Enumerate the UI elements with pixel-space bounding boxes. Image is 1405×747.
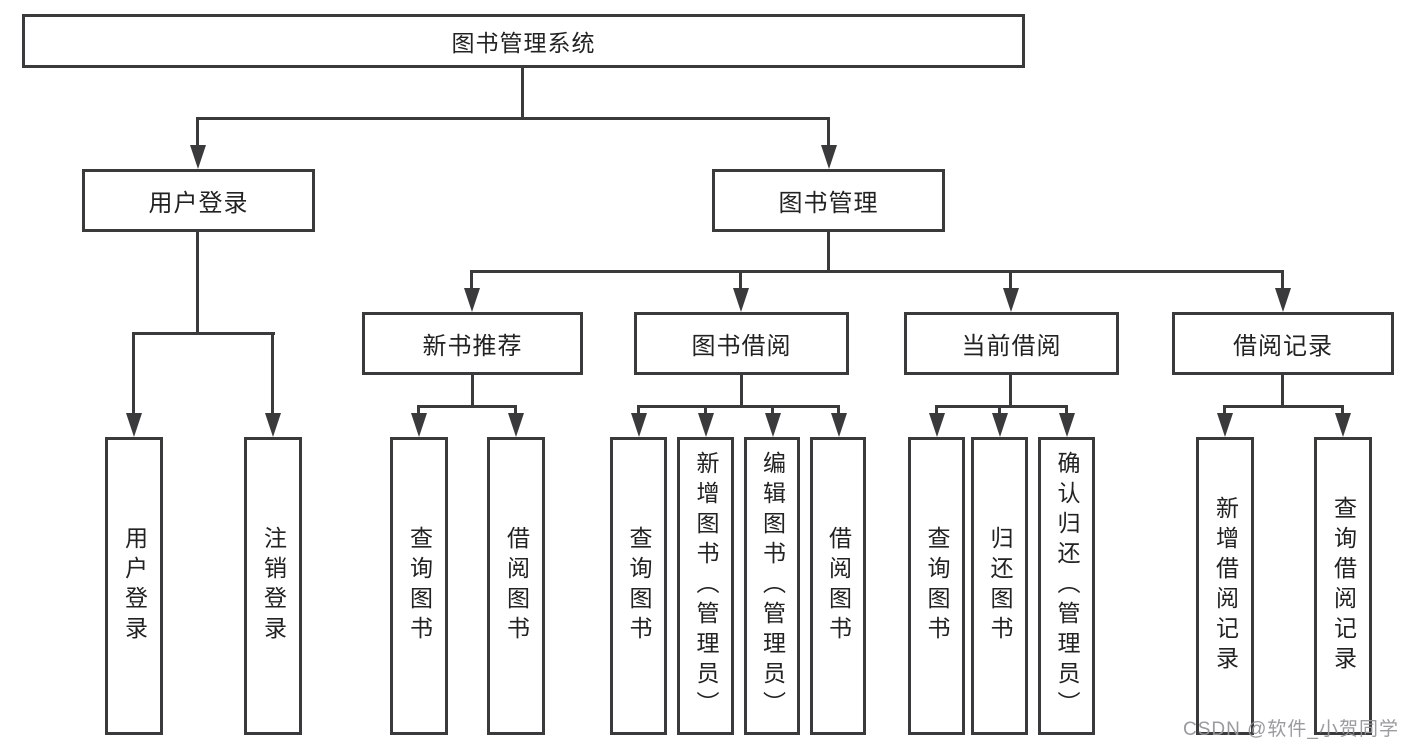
leaf-user-login-label: 用户登录 xyxy=(121,526,148,646)
connector-drop-leaf-borrow-2 xyxy=(837,405,840,417)
arrowhead-leaf-query-record xyxy=(1335,413,1351,437)
node-current-borrow: 当前借阅 xyxy=(904,312,1119,375)
connector-drop-leaf-query-1 xyxy=(417,405,420,417)
csdn-watermark: CSDN @软件_小贺同学 xyxy=(1183,719,1399,740)
arrowhead-book-management xyxy=(821,145,837,169)
connector-drop-book-borrow xyxy=(739,270,742,292)
arrowhead-leaf-borrow-2 xyxy=(831,413,847,437)
leaf-logout-label: 注销登录 xyxy=(260,526,287,646)
node-book-management: 图书管理 xyxy=(712,169,945,232)
arrowhead-leaf-user-login xyxy=(126,413,142,437)
connector-drop-leaf-logout xyxy=(271,332,274,417)
connector-drop-leaf-return-book xyxy=(998,405,1001,417)
arrowhead-current-borrow xyxy=(1003,288,1019,312)
connector-drop-new-book xyxy=(470,270,473,292)
leaf-confirm-return-admin-label: 确认归还（管理员） xyxy=(1054,451,1080,721)
connector-drop-book-management xyxy=(827,117,830,149)
node-user-login: 用户登录 xyxy=(82,169,315,232)
leaf-add-borrow-record-label: 新增借阅记录 xyxy=(1212,496,1239,676)
arrowhead-leaf-confirm-return xyxy=(1059,413,1075,437)
arrowhead-leaf-add-record xyxy=(1217,413,1233,437)
leaf-query-books-current-label: 查询图书 xyxy=(924,526,950,646)
connector-user-login-bar xyxy=(133,332,275,335)
arrowhead-leaf-add-book xyxy=(698,413,714,437)
leaf-query-books-recommend-label: 查询图书 xyxy=(406,526,433,646)
leaf-query-books-borrow-label: 查询图书 xyxy=(626,526,652,646)
connector-drop-leaf-borrow-1 xyxy=(514,405,517,417)
connector-drop-leaf-edit-book xyxy=(771,405,774,417)
arrowhead-leaf-query-3 xyxy=(929,413,945,437)
arrowhead-leaf-logout xyxy=(265,413,281,437)
leaf-add-borrow-record: 新增借阅记录 xyxy=(1196,437,1254,735)
leaf-query-books-recommend: 查询图书 xyxy=(390,437,448,735)
leaf-borrow-books-2-label: 借阅图书 xyxy=(825,526,852,646)
connector-drop-leaf-query-record xyxy=(1341,405,1344,417)
root-node-library-system: 图书管理系统 xyxy=(22,14,1025,68)
connector-drop-user-login xyxy=(196,117,199,149)
leaf-borrow-books-recommend: 借阅图书 xyxy=(487,437,545,735)
leaf-query-books-borrow: 查询图书 xyxy=(610,437,667,735)
leaf-borrow-books-2: 借阅图书 xyxy=(810,437,866,735)
leaf-logout: 注销登录 xyxy=(244,437,302,735)
connector-drop-borrow-records xyxy=(1281,270,1284,292)
node-new-book-recommend: 新书推荐 xyxy=(362,312,583,375)
connector-drop-leaf-query-2 xyxy=(637,405,640,417)
leaf-confirm-return-admin: 确认归还（管理员） xyxy=(1038,437,1095,735)
leaf-edit-book-admin-label: 编辑图书（管理员） xyxy=(759,451,786,721)
connector-drop-leaf-add-book xyxy=(704,405,707,417)
leaf-return-book-label: 归还图书 xyxy=(987,526,1013,646)
arrowhead-user-login xyxy=(190,145,206,169)
node-book-borrow: 图书借阅 xyxy=(634,312,849,375)
connector-current-borrow-bar xyxy=(935,405,1068,408)
connector-drop-current-borrow xyxy=(1009,270,1012,292)
leaf-borrow-books-recommend-label: 借阅图书 xyxy=(503,526,530,646)
node-borrow-records: 借阅记录 xyxy=(1172,312,1394,375)
leaf-query-borrow-record-label: 查询借阅记录 xyxy=(1330,496,1357,676)
connector-borrow-records-bar xyxy=(1223,405,1344,408)
connector-root-bar xyxy=(196,117,829,120)
connector-drop-leaf-add-record xyxy=(1223,405,1226,417)
leaf-user-login: 用户登录 xyxy=(105,437,163,735)
arrowhead-leaf-return-book xyxy=(992,413,1008,437)
connector-borrow-records-trunk xyxy=(1281,375,1284,408)
connector-book-management-trunk xyxy=(827,232,830,273)
leaf-add-book-admin: 新增图书（管理员） xyxy=(677,437,734,735)
arrowhead-leaf-edit-book xyxy=(765,413,781,437)
arrowhead-borrow-records xyxy=(1275,288,1291,312)
arrowhead-new-book xyxy=(464,288,480,312)
leaf-query-books-current: 查询图书 xyxy=(908,437,965,735)
connector-book-management-bar xyxy=(470,270,1283,273)
connector-book-borrow-bar xyxy=(637,405,840,408)
connector-current-borrow-trunk xyxy=(1009,375,1012,408)
leaf-edit-book-admin: 编辑图书（管理员） xyxy=(744,437,800,735)
arrowhead-book-borrow xyxy=(733,288,749,312)
connector-drop-leaf-user-login xyxy=(132,332,135,417)
arrowhead-leaf-borrow-1 xyxy=(508,413,524,437)
connector-new-book-trunk xyxy=(471,375,474,408)
leaf-query-borrow-record: 查询借阅记录 xyxy=(1314,437,1372,735)
arrowhead-leaf-query-2 xyxy=(631,413,647,437)
connector-drop-leaf-confirm-return xyxy=(1065,405,1068,417)
leaf-add-book-admin-label: 新增图书（管理员） xyxy=(693,451,719,721)
connector-drop-leaf-query-3 xyxy=(935,405,938,417)
connector-new-book-bar xyxy=(417,405,517,408)
leaf-return-book: 归还图书 xyxy=(971,437,1028,735)
connector-user-login-trunk xyxy=(196,232,199,335)
arrowhead-leaf-query-1 xyxy=(411,413,427,437)
connector-root-trunk xyxy=(521,68,524,120)
connector-book-borrow-trunk xyxy=(740,375,743,408)
